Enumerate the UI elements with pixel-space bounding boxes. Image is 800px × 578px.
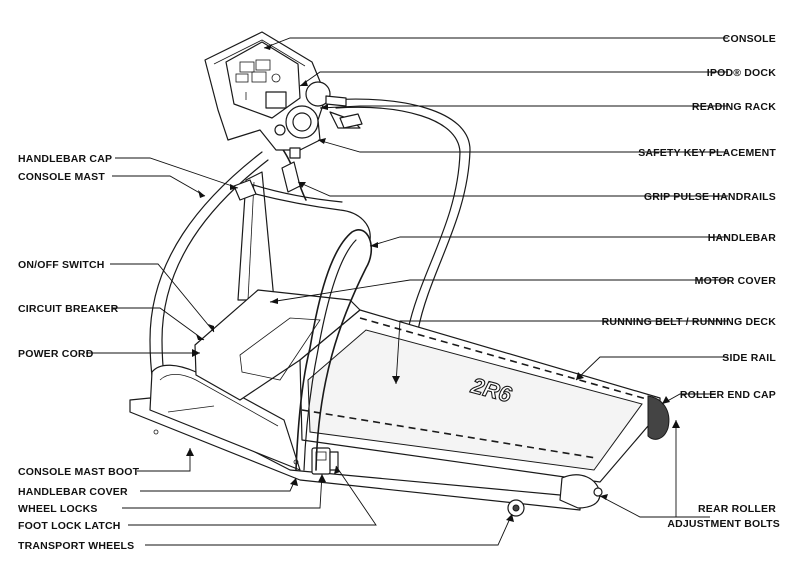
label-reading-rack: READING RACK: [692, 101, 776, 113]
label-handlebar-cap: HANDLEBAR CAP: [18, 153, 112, 165]
label-foot-lock-latch: FOOT LOCK LATCH: [18, 520, 121, 532]
label-transport-wheels: TRANSPORT WHEELS: [18, 540, 134, 552]
treadmill-drawing: 2R6: [129, 31, 670, 517]
label-console-mast: CONSOLE MAST: [18, 171, 105, 183]
label-side-rail: SIDE RAIL: [722, 352, 776, 364]
label-handlebar-cover: HANDLEBAR COVER: [18, 486, 128, 498]
label-motor-cover: MOTOR COVER: [695, 275, 777, 287]
label-running-belt-deck: RUNNING BELT / RUNNING DECK: [602, 316, 777, 328]
label-circuit-breaker: CIRCUIT BREAKER: [18, 303, 119, 315]
leader-lines: [86, 37, 728, 546]
label-rear-roller: REAR ROLLER: [698, 503, 776, 515]
label-roller-end-cap: ROLLER END CAP: [680, 389, 776, 401]
label-power-cord: POWER CORD: [18, 348, 94, 360]
label-adjustment-bolts: ADJUSTMENT BOLTS: [667, 518, 780, 530]
label-safety-key-placement: SAFETY KEY PLACEMENT: [638, 147, 776, 159]
label-ipod-dock: IPOD® DOCK: [707, 67, 776, 79]
label-console: CONSOLE: [723, 33, 776, 45]
label-on-off-switch: ON/OFF SWITCH: [18, 259, 105, 271]
label-console-mast-boot: CONSOLE MAST BOOT: [18, 466, 140, 478]
left-labels: HANDLEBAR CAP CONSOLE MAST ON/OFF SWITCH…: [18, 153, 140, 552]
right-labels: CONSOLE IPOD® DOCK READING RACK SAFETY K…: [602, 33, 780, 530]
label-grip-pulse-handrails: GRIP PULSE HANDRAILS: [644, 191, 776, 203]
label-wheel-locks: WHEEL LOCKS: [18, 503, 98, 515]
label-handlebar: HANDLEBAR: [708, 232, 777, 244]
